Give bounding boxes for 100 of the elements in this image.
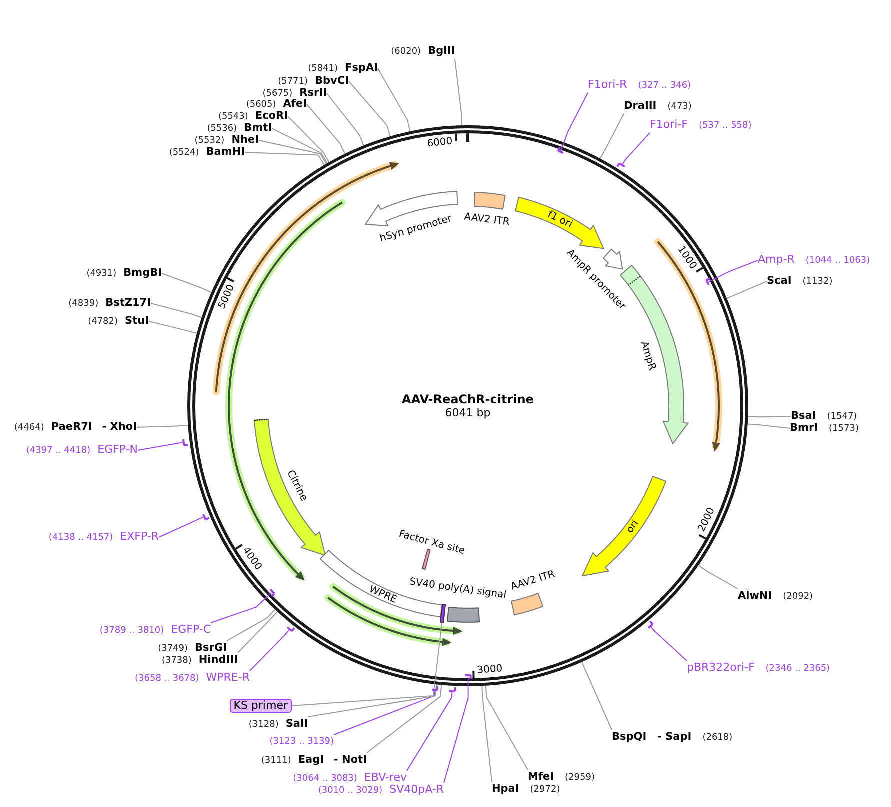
primer-label: (4138 .. 4157) EXFP-R (48, 530, 159, 545)
primer-label: F1ori-F (537 .. 558) (650, 118, 752, 133)
restriction-site-label: (5771) BbvCI (278, 74, 349, 89)
restriction-site-label: BspQI - SapI (2618) (612, 730, 733, 745)
restriction-site-label: MfeI (2959) (528, 770, 595, 785)
primer-label: (3064 .. 3083) EBV-rev (293, 771, 407, 786)
leader-line (406, 692, 453, 772)
restriction-site-label: BsaI (1547) (791, 409, 858, 424)
leader-line (348, 81, 391, 137)
restriction-site-label: (5536) BmtI (207, 121, 272, 136)
leader-line (726, 281, 768, 299)
restriction-site-label: (5605) AfeI (246, 97, 307, 112)
restriction-site-label: (3111) EagI - NotI (261, 753, 367, 768)
leader-line (136, 424, 189, 428)
leader-line (366, 684, 442, 754)
feature-box (446, 606, 481, 624)
directional-feature (602, 248, 624, 272)
restriction-site-label: (6020) BglII (391, 44, 455, 59)
leader-line (138, 442, 184, 451)
restriction-site-label: (3738) HindIII (162, 653, 238, 668)
restriction-site-label: BmrI (1573) (790, 421, 859, 436)
feature-label: Factor Xa site (398, 528, 466, 558)
leader-line (582, 662, 612, 730)
primer-binding-mark (464, 674, 472, 682)
primer-binding-mark (448, 686, 457, 694)
leader-line (258, 140, 327, 164)
primer-label: F1ori-R (327 .. 346) (588, 78, 692, 93)
primer-binding-mark (202, 512, 211, 522)
leader-line (482, 686, 492, 782)
restriction-site-label: (4931) BmgBI (86, 266, 162, 281)
primer-binding-mark (556, 146, 565, 155)
leader-line (244, 152, 325, 166)
primer-feature-tag: KS primer (230, 699, 292, 713)
leader-line (600, 114, 624, 160)
leader-line (747, 424, 790, 429)
restriction-site-label: (5524) BamHI (169, 145, 245, 160)
feature-label: ori (624, 518, 642, 536)
plasmid-size: 6041 bp (445, 406, 491, 420)
restriction-site-label: DraIII (473) (624, 99, 692, 114)
primer-binding-mark (431, 684, 440, 692)
leader-line (250, 630, 290, 672)
leader-line (622, 132, 650, 165)
restriction-site-label: (4464) PaeR7I - XhoI (14, 420, 137, 435)
directional-feature (514, 196, 606, 250)
primer-label: (4397 .. 4418) EGFP-N (26, 443, 138, 458)
feature-box (472, 190, 507, 211)
primer-binding-mark (182, 438, 190, 448)
scale-label: 3000 (477, 663, 504, 676)
primer-label: pBR322ori-F (2346 .. 2365) (687, 661, 830, 676)
leader-line (162, 273, 212, 294)
leader-line (148, 321, 198, 334)
primer-binding-mark (286, 626, 296, 633)
feature-bar (421, 548, 432, 572)
leader-line (292, 622, 443, 706)
leader-line (326, 93, 364, 146)
plasmid-name: AAV-ReaChR-citrine (402, 394, 534, 406)
restriction-site-label: (5543) EcoRI (218, 109, 288, 124)
primer-label: (3789 .. 3810) EGFP-C (100, 623, 211, 638)
feature-box (510, 592, 544, 616)
primer-binding-mark (705, 276, 712, 286)
leader-line (454, 58, 462, 126)
feature-bar (439, 602, 448, 624)
leader-line (210, 592, 272, 624)
leader-line (485, 685, 528, 770)
restriction-site-label: (3749) BsrGI (158, 641, 227, 656)
leader-line (444, 676, 469, 784)
leader-line (650, 626, 688, 662)
leader-line (288, 116, 330, 163)
leader-line (226, 609, 276, 642)
leader-line (150, 303, 202, 318)
leader-line (158, 516, 204, 538)
feature-label: AAV2 ITR (464, 212, 510, 228)
scale-label: 5000 (216, 283, 238, 311)
leader-line (238, 611, 278, 654)
leader-line (308, 684, 438, 718)
primer-binding-mark (268, 588, 276, 598)
restriction-site-label: (5841) FspAI (308, 61, 378, 76)
leader-line (560, 92, 588, 152)
restriction-site-label: (4839) BstZ17I (68, 296, 151, 311)
leader-line (698, 565, 738, 590)
restriction-site-label: (5532) NheI (194, 133, 259, 148)
primer-label: (3123 .. 3139) (270, 735, 334, 749)
leader-line (306, 104, 346, 154)
scale-label: 6000 (426, 136, 454, 150)
leader-line (272, 128, 328, 164)
leader-line (708, 260, 758, 283)
feature-label: f1 ori (546, 209, 574, 231)
primer-label: Amp-R (1044 .. 1063) (758, 253, 870, 268)
restriction-site-label: (4782) StuI (88, 314, 149, 329)
primer-label: (3010 .. 3029) SV40pA-R (318, 783, 444, 798)
primer-binding-mark (616, 162, 626, 168)
leader-line (334, 690, 436, 736)
restriction-site-label: (3128) SalI (248, 717, 308, 732)
leader-line (378, 68, 411, 132)
primer-binding-mark (646, 620, 654, 630)
scale-label: 2000 (696, 506, 717, 534)
feature-label: AAV2 ITR (510, 569, 556, 593)
restriction-site-label: ScaI (1132) (767, 274, 833, 289)
restriction-site-label: AlwNI (2092) (738, 589, 814, 604)
feature-label: AmpR (638, 340, 658, 372)
